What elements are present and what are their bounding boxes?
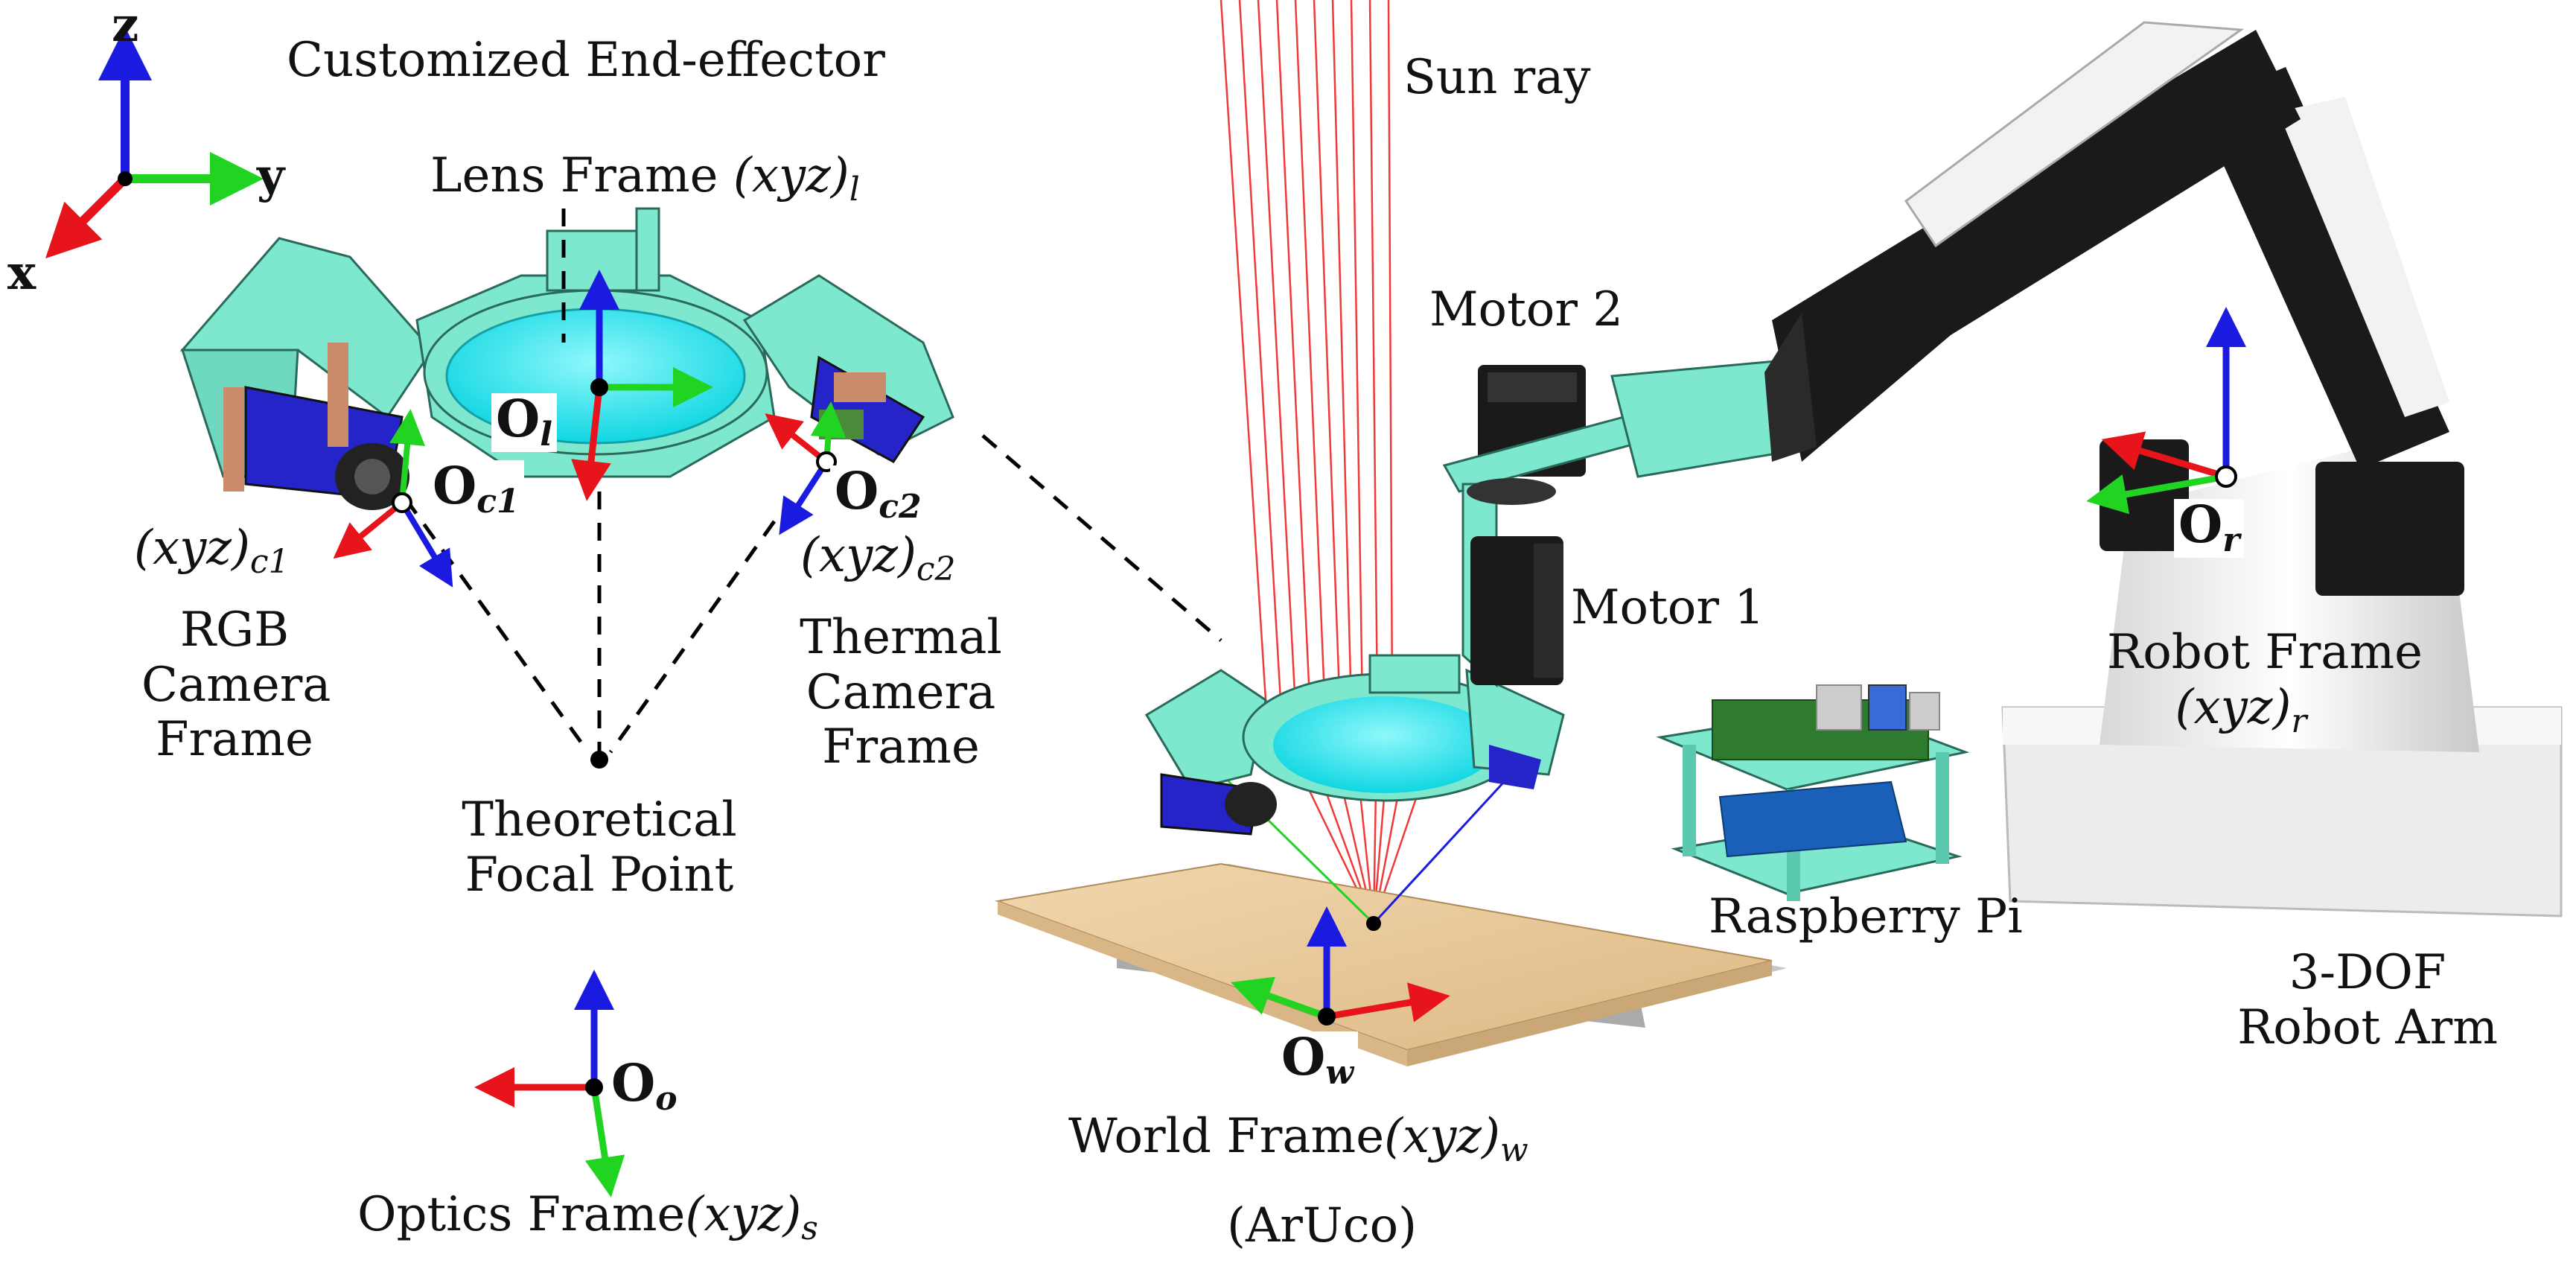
lens-frame-sub: l: [849, 171, 860, 209]
lens-frame-label: Lens Frame (xyz)l: [430, 148, 860, 209]
optics-frame-axes: [474, 970, 625, 1198]
thermal-name-line3: Frame: [822, 719, 980, 775]
focal-point-line2: Focal Point: [465, 847, 734, 903]
end-effector-model: [179, 207, 954, 510]
origin-optics-sub: o: [655, 1080, 678, 1118]
origin-thermal-sub: c2: [879, 488, 922, 526]
motor-assembly: [1442, 356, 1818, 688]
robot-frame-math: (xyz): [2175, 679, 2292, 735]
robot-frame-sub: r: [2291, 702, 2307, 740]
lens-frame-prefix: Lens Frame: [430, 148, 733, 203]
thermal-name-line2: Camera: [806, 664, 996, 720]
rgb-name-line3: Frame: [156, 712, 313, 768]
focal-point-line1: Theoretical: [462, 792, 737, 847]
world-frame-prefix: World Frame: [1068, 1109, 1385, 1164]
rgb-frame-axes: [333, 409, 453, 588]
robot-arm-line2: Robot Arm: [2237, 999, 2498, 1055]
robot-frame-axes: [2086, 307, 2246, 515]
lens-frame-math: (xyz): [733, 148, 849, 203]
origin-optics-label: Oo: [607, 1057, 682, 1118]
world-frame-label: World Frame(xyz)w: [1068, 1109, 1528, 1170]
axis-z-label: z: [112, 0, 139, 53]
rgb-frame-math: (xyz): [134, 521, 250, 576]
lens-frame-axes: [571, 270, 713, 501]
origin-world-sub: w: [1325, 1054, 1354, 1092]
rgb-frame-sub: c1: [249, 543, 290, 581]
world-frame-axes: [1231, 906, 1450, 1025]
raspberry-pi-label: Raspberry Pi: [1709, 889, 2023, 944]
rgb-camera-name: RGB Camera Frame: [141, 602, 331, 768]
mounted-end-effector: [1144, 654, 1565, 836]
sun-ray-label: Sun ray: [1403, 50, 1591, 105]
focal-point-label: Theoretical Focal Point: [432, 792, 767, 903]
board-target-dot: [1366, 916, 1381, 931]
aruco-label: (ArUco): [1227, 1198, 1418, 1253]
raspberry-pi-stand: [1656, 684, 1970, 901]
motor1-label: Motor 1: [1571, 580, 1764, 635]
thermal-frame-axes: [765, 401, 847, 535]
thermal-camera-name: Thermal Camera Frame: [771, 610, 1031, 775]
rgb-name-line2: Camera: [141, 657, 331, 713]
optics-frame-label: Optics Frame(xyz)s: [357, 1187, 818, 1248]
optics-frame-math: (xyz): [685, 1187, 802, 1242]
sun-rays: [1220, 0, 1446, 924]
focal-point-dot: [590, 751, 608, 769]
robot-arm-line1: 3-DOF: [2289, 945, 2446, 1000]
origin-lens-main: O: [496, 389, 541, 449]
rgb-frame-tuple: (xyz)c1: [134, 521, 290, 582]
robot-frame-title: Robot Frame: [2107, 625, 2423, 680]
thermal-frame-tuple: (xyz)c2: [800, 528, 956, 589]
end-effector-title: Customized End-effector: [287, 33, 885, 88]
robot-arm-label: 3-DOF Robot Arm: [2219, 945, 2516, 1055]
origin-world-label: Ow: [1277, 1028, 1359, 1092]
axis-y-label: y: [257, 148, 285, 204]
robot-frame-label: Robot Frame (xyz)r: [2107, 625, 2423, 740]
thermal-name-line1: Thermal: [800, 610, 1002, 665]
origin-world-main: O: [1281, 1028, 1326, 1087]
origin-robot-label: Or: [2174, 498, 2245, 559]
axis-x-label: x: [7, 245, 36, 301]
lens-axis-dashed: [404, 209, 1222, 754]
optics-frame-prefix: Optics Frame: [357, 1187, 686, 1242]
origin-thermal-main: O: [835, 462, 879, 521]
origin-lens-sub: l: [540, 416, 552, 454]
optics-frame-sub: s: [801, 1209, 818, 1247]
origin-rgb-label: Oc1: [428, 457, 524, 521]
world-frame-sub: w: [1499, 1131, 1528, 1169]
rgb-name-line1: RGB: [179, 602, 290, 658]
origin-optics-main: O: [611, 1054, 656, 1113]
thermal-frame-math: (xyz): [800, 528, 916, 583]
thermal-frame-sub: c2: [916, 550, 956, 588]
origin-rgb-main: O: [433, 457, 477, 516]
motor2-label: Motor 2: [1429, 282, 1623, 337]
origin-lens-label: Ol: [491, 392, 557, 454]
origin-rgb-sub: c1: [476, 483, 520, 521]
aruco-board: [995, 862, 1787, 1066]
global-axes: [45, 27, 264, 258]
origin-robot-sub: r: [2222, 521, 2240, 559]
origin-thermal-label: Oc2: [830, 462, 926, 526]
world-frame-math: (xyz): [1384, 1109, 1500, 1164]
origin-robot-main: O: [2178, 495, 2223, 555]
